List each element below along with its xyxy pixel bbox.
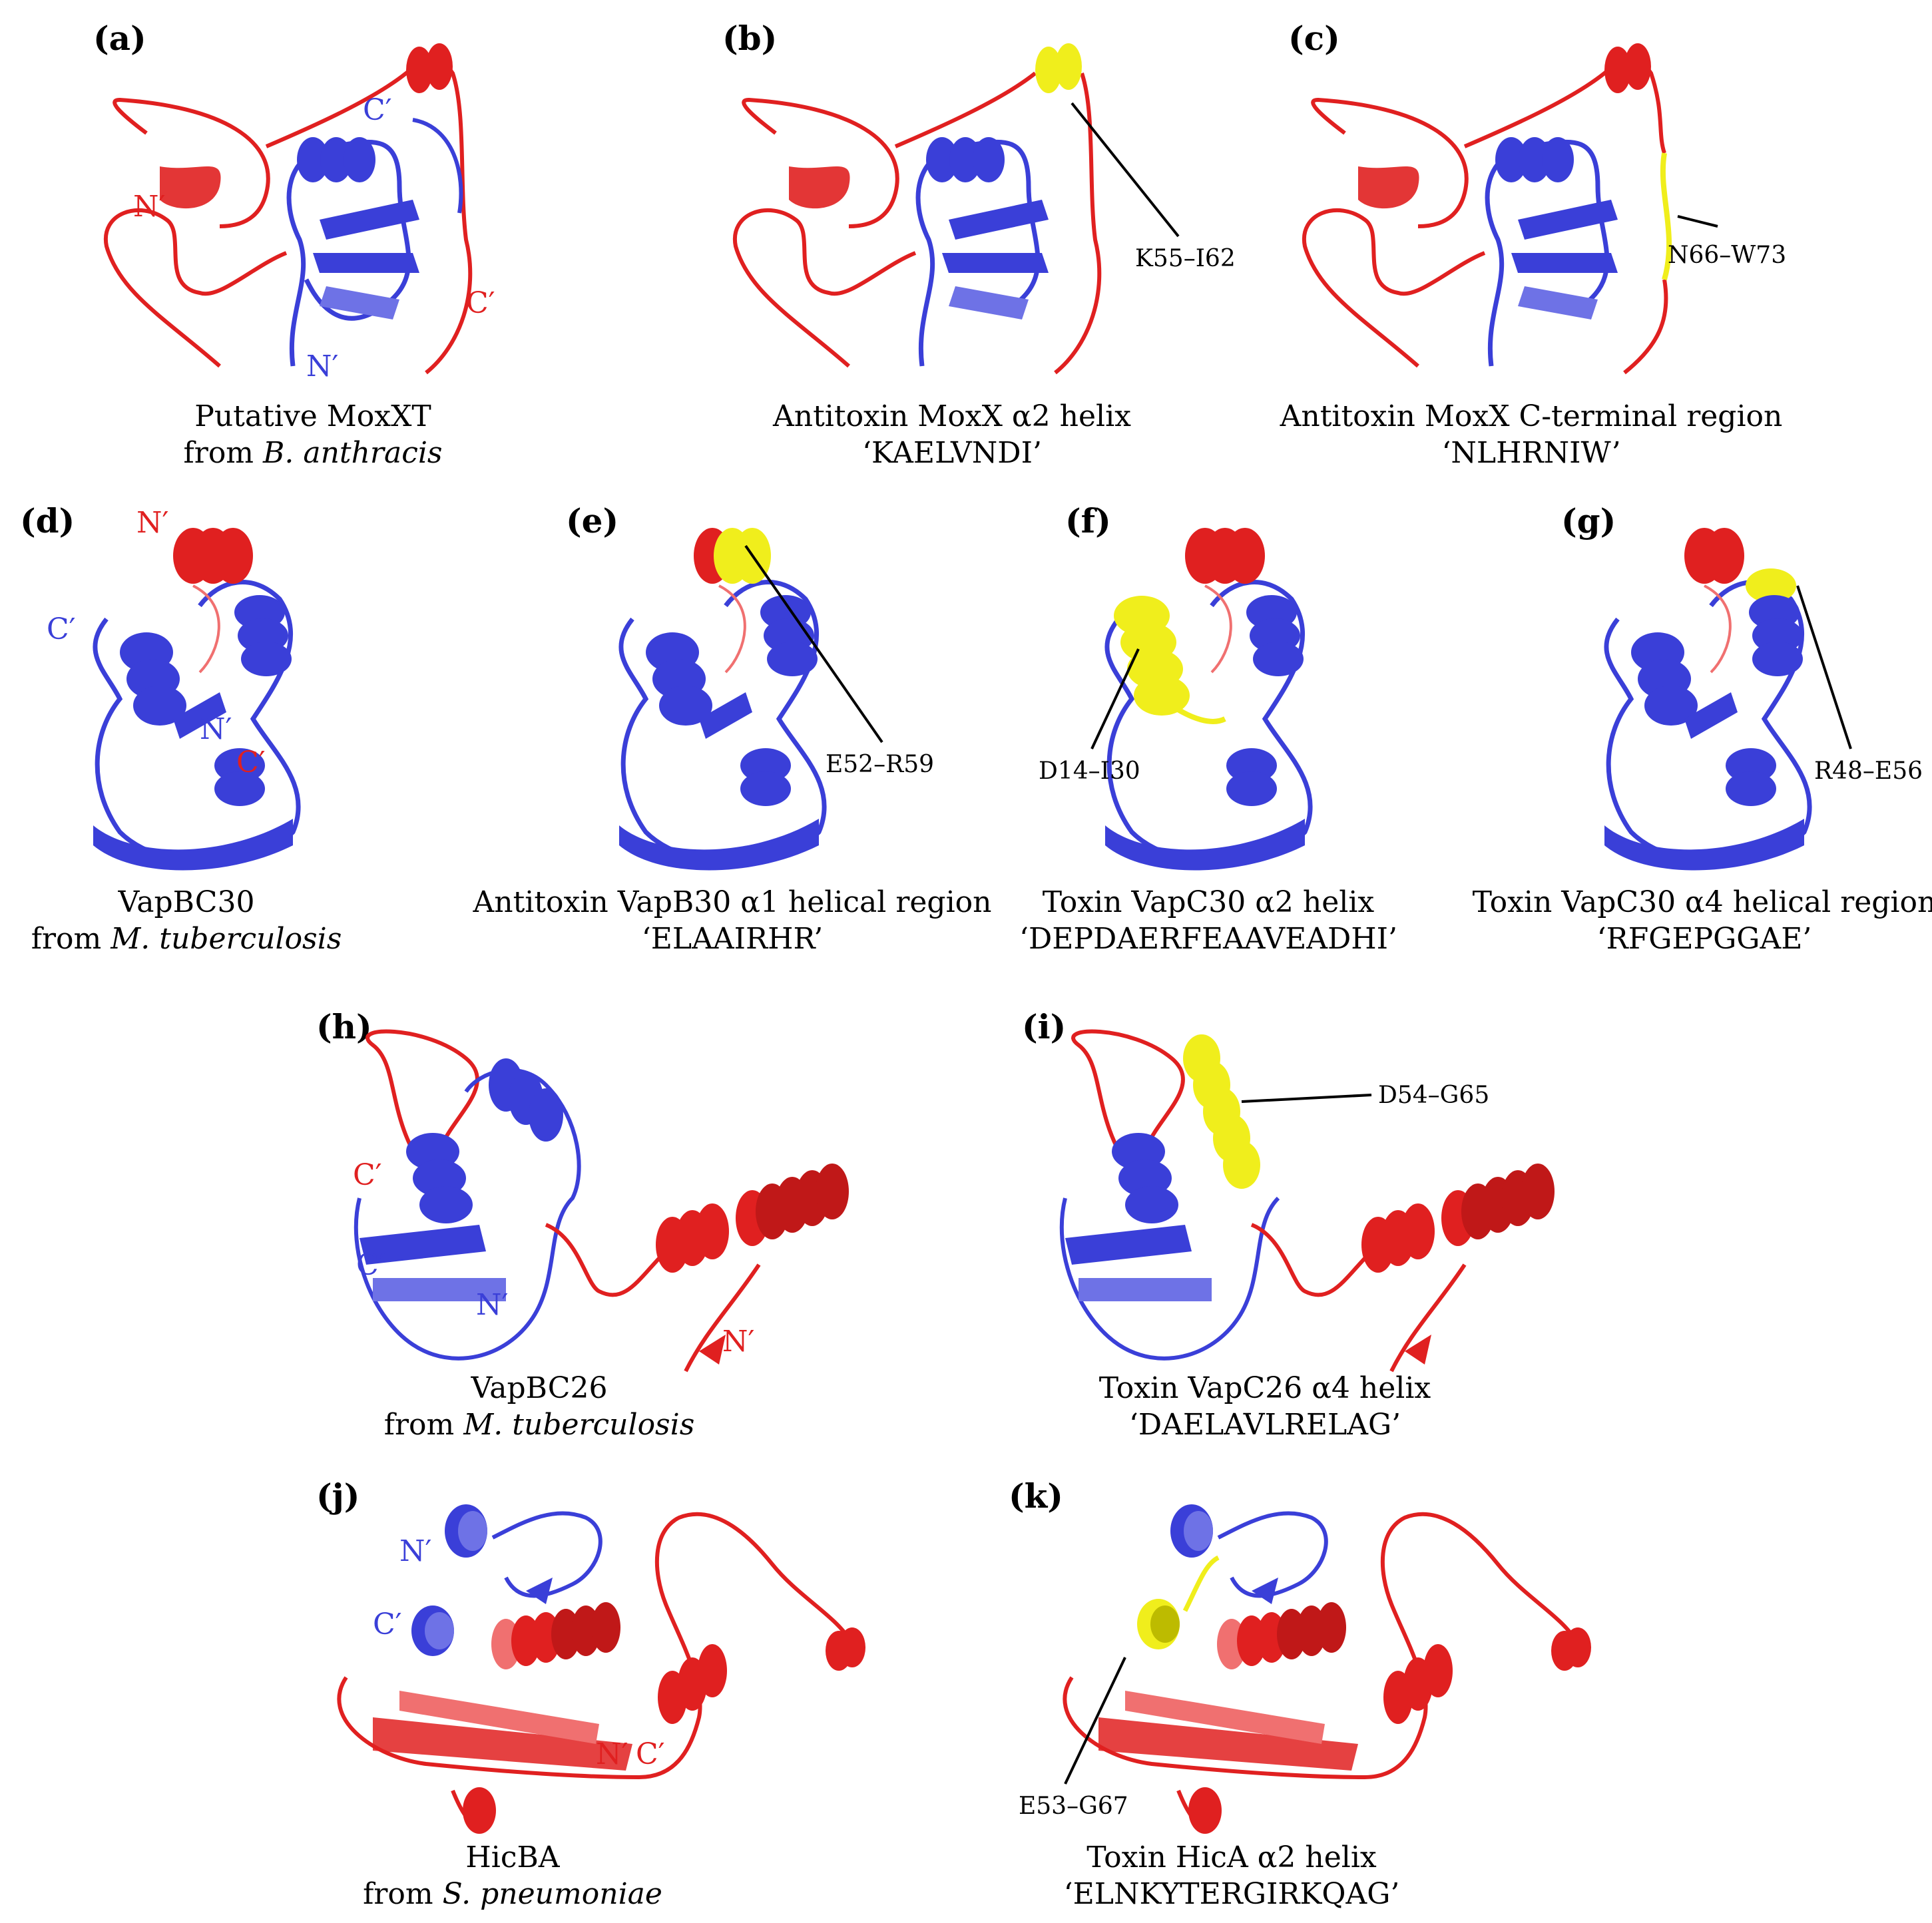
d-caption-line1: VapBC30: [118, 885, 255, 919]
panel-a-label: (a): [93, 19, 146, 58]
e-caption-line1: Antitoxin VapB30 α1 helical region: [473, 885, 992, 919]
g-callout-line: [1796, 585, 1852, 749]
i-range: D54–G65: [1378, 1082, 1489, 1109]
a-n-blue: N′: [306, 349, 339, 383]
h-caption-line1: VapBC26: [471, 1371, 608, 1405]
g-range: R48–E56: [1814, 757, 1923, 785]
j-n-blue: N′: [399, 1534, 432, 1568]
structure-a: [103, 43, 473, 375]
structure-b: [732, 43, 1102, 375]
k-callout-line: [1064, 1657, 1126, 1785]
e-range: E52–R59: [826, 751, 934, 778]
j-caption-line1: HicBA: [465, 1840, 560, 1874]
panel-c-label: (c): [1288, 19, 1340, 58]
c-callout-line: [1677, 215, 1718, 228]
structure-i: [1059, 1029, 1555, 1373]
panel-c: (c) N66–W73 Antitoxin MoxX C-terminal re…: [1280, 19, 1787, 470]
panel-f: (f) D14–I30 Toxin VapC30 α2 helix ‘DEPDA…: [1019, 501, 1397, 956]
panel-d: (d) N′ C′ N′ C′ VapBC30 from M. tubercul…: [20, 501, 342, 956]
d-c-red: C′: [236, 746, 266, 779]
structure-k: [1063, 1504, 1591, 1834]
panel-j: (j) N′ C′: [316, 1476, 865, 1911]
j-c-red: C′: [636, 1737, 665, 1771]
h-n-red: N′: [722, 1325, 755, 1359]
structure-f: [1104, 528, 1313, 871]
panel-e-label: (e): [566, 501, 618, 540]
f-caption-line2: ‘DEPDAERFEAAVEADHI’: [1019, 922, 1397, 956]
k-range: E53–G67: [1019, 1793, 1128, 1820]
k-caption-line2: ‘ELNKYTERGIRKQAG’: [1064, 1877, 1400, 1911]
panel-b: (b) K55–I62 Antitoxin MoxX α2 helix ‘KAE…: [722, 19, 1236, 470]
j-caption-line2: from S. pneumoniae: [363, 1877, 662, 1911]
d-n-red: N′: [136, 506, 169, 540]
panel-a: (a) N′ C′ C′ N′ Putative MoxXT from B. a…: [93, 19, 495, 470]
a-caption-line2: from B. anthracis: [184, 436, 443, 470]
h-caption-line2: from M. tuberculosis: [384, 1408, 695, 1442]
f-callout-line: [1090, 648, 1140, 749]
structure-e: [618, 528, 827, 871]
structure-d: [93, 528, 301, 871]
panel-h-label: (h): [316, 1007, 372, 1046]
panel-i-label: (i): [1022, 1007, 1066, 1046]
panel-g: (g) R48–E56 Toxin VapC30 α4 helical regi…: [1473, 501, 1932, 956]
a-c-red: C′: [466, 286, 495, 320]
panel-f-label: (f): [1065, 501, 1111, 540]
i-caption-line1: Toxin VapC26 α4 helix: [1099, 1371, 1431, 1405]
e-callout-line: [744, 544, 883, 744]
e-caption-line2: ‘ELAAIRHR’: [642, 922, 823, 956]
h-c-red: C′: [353, 1158, 382, 1192]
b-callout-line: [1071, 102, 1180, 238]
j-c-blue: C′: [373, 1607, 402, 1641]
g-caption-line2: ‘RFGEPGGAE’: [1597, 922, 1812, 956]
f-range: D14–I30: [1039, 757, 1140, 785]
panel-i: (i) D54–G65 Toxi: [1022, 1007, 1555, 1442]
panel-e: (e) E52–R59 Antitoxin VapB30 α1 helical …: [473, 501, 992, 956]
panel-k-label: (k): [1009, 1476, 1063, 1516]
j-n-red: N′: [596, 1737, 628, 1771]
b-range: K55–I62: [1135, 245, 1236, 272]
c-caption-line1: Antitoxin MoxX C-terminal region: [1280, 399, 1783, 433]
d-c-blue: C′: [47, 612, 76, 646]
panel-g-label: (g): [1561, 501, 1616, 540]
i-caption-line2: ‘DAELAVLRELAG’: [1129, 1408, 1401, 1442]
panel-k: (k) E53–G67 Toxi: [1009, 1476, 1591, 1911]
c-range: N66–W73: [1668, 242, 1786, 269]
panel-b-label: (b): [722, 19, 777, 58]
a-c-blue: C′: [363, 93, 392, 127]
panel-d-label: (d): [20, 501, 75, 540]
g-caption-line1: Toxin VapC30 α4 helical region: [1473, 885, 1932, 919]
a-caption-line1: Putative MoxXT: [194, 399, 431, 433]
panel-h: (h) C′ C′ N′ N′ VapBC26: [316, 1007, 849, 1442]
structure-c: [1302, 43, 1672, 375]
b-caption-line1: Antitoxin MoxX α2 helix: [772, 399, 1131, 433]
structure-g: [1604, 528, 1812, 871]
d-n-blue: N′: [200, 712, 232, 746]
k-caption-line1: Toxin HicA α2 helix: [1087, 1840, 1377, 1874]
d-caption-line2: from M. tuberculosis: [31, 922, 342, 956]
structure-j: [337, 1504, 865, 1834]
b-caption-line2: ‘KAELVNDI’: [862, 436, 1042, 470]
a-n-red: N′: [133, 190, 166, 224]
c-caption-line2: ‘NLHRNIW’: [1441, 436, 1620, 470]
i-callout-line: [1241, 1094, 1372, 1103]
panel-j-label: (j): [316, 1476, 360, 1516]
f-caption-line1: Toxin VapC30 α2 helix: [1043, 885, 1375, 919]
h-c-blue: C′: [356, 1248, 385, 1282]
h-n-blue: N′: [476, 1288, 509, 1322]
structure-h: [354, 1029, 849, 1373]
